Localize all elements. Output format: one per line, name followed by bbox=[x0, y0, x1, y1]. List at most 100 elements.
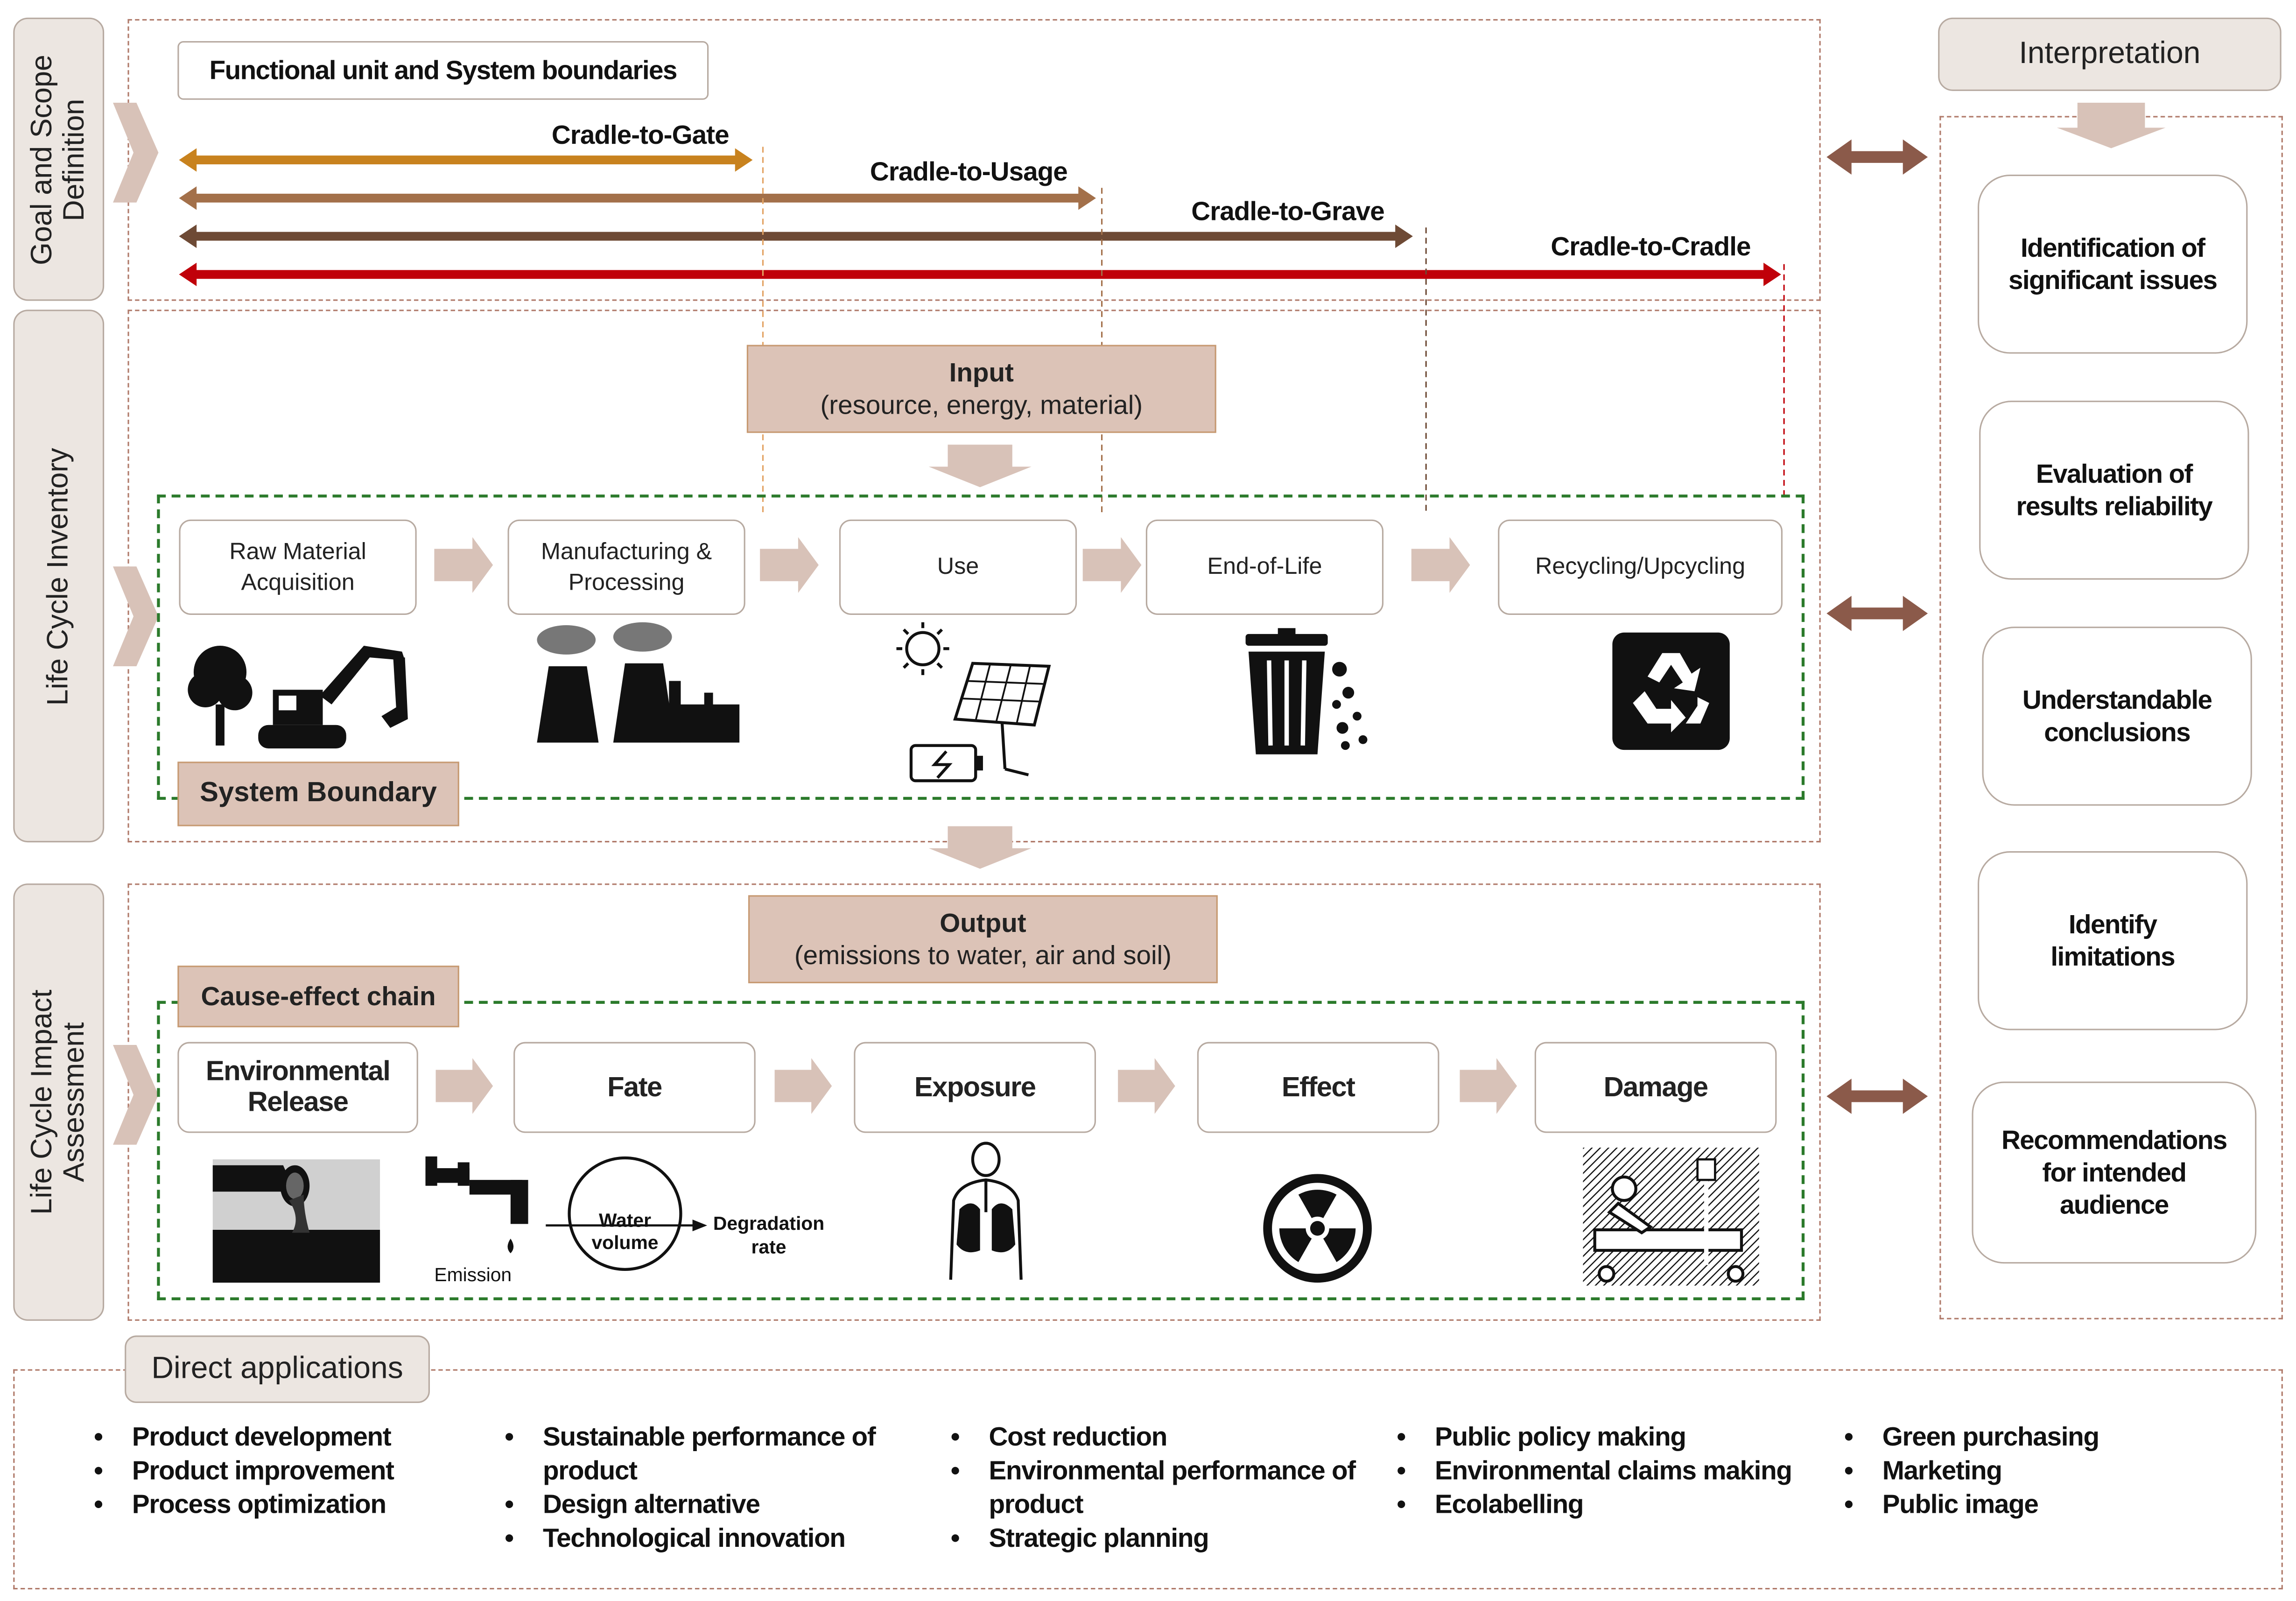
step-release-label: Environmental Release bbox=[205, 1057, 391, 1119]
radiation-icon bbox=[1263, 1174, 1372, 1283]
interp-recommendations-label: Recommendations for intended audience bbox=[2001, 1125, 2227, 1220]
applications-col-3: •Cost reduction •Environmental performan… bbox=[950, 1421, 1385, 1556]
step-damage-label: Damage bbox=[1603, 1072, 1708, 1103]
step-fate: Fate bbox=[513, 1042, 756, 1133]
stage-raw-material-label: Raw Material Acquisition bbox=[229, 539, 366, 595]
app-text: Design alternative bbox=[542, 1489, 760, 1519]
tree-excavator-icon bbox=[188, 646, 408, 749]
stage-raw-material: Raw Material Acquisition bbox=[179, 519, 417, 615]
applications-col-2: •Sustainable performance of product •Des… bbox=[505, 1421, 924, 1556]
app-text: Product development bbox=[132, 1422, 392, 1452]
stage-manufacturing: Manufacturing & Processing bbox=[507, 519, 745, 615]
phase-impact: Life Cycle Impact Assessment bbox=[13, 883, 105, 1321]
cause-effect-text: Cause-effect chain bbox=[201, 981, 436, 1011]
list-item: •Product development bbox=[94, 1422, 392, 1452]
interp-evaluation: Evaluation of results reliability bbox=[1979, 401, 2249, 580]
impact-section bbox=[127, 883, 1821, 1321]
functional-unit-label: Functional unit and System boundaries bbox=[209, 55, 678, 85]
list-item: •Process optimization bbox=[94, 1489, 386, 1519]
system-boundary-label: System Boundary bbox=[177, 762, 459, 826]
stage-recycling: Recycling/Upcycling bbox=[1498, 519, 1783, 615]
cause-effect-label: Cause-effect chain bbox=[177, 966, 459, 1028]
stage-recycling-label: Recycling/Upcycling bbox=[1535, 555, 1746, 580]
phase-inventory: Life Cycle Inventory bbox=[13, 310, 105, 843]
stage-use: Use bbox=[839, 519, 1077, 615]
applications-header: Direct applications bbox=[125, 1335, 430, 1403]
cause-effect-boundary bbox=[157, 1001, 1805, 1300]
emission-label: Emission bbox=[434, 1263, 512, 1286]
cradle-to-usage-arrow bbox=[179, 186, 1096, 210]
cradle-to-gate-arrow bbox=[179, 148, 753, 172]
phase-goal-scope: Goal and Scope Definition bbox=[13, 17, 105, 301]
solar-panel-icon bbox=[896, 622, 1051, 783]
interp-limitations-label: Identify limitations bbox=[2050, 910, 2175, 972]
step-fate-label: Fate bbox=[607, 1072, 662, 1103]
interp-limitations: Identify limitations bbox=[1978, 851, 2248, 1030]
app-text: Public image bbox=[1882, 1489, 2039, 1519]
list-item: •Green purchasing bbox=[1844, 1422, 2099, 1452]
interpretation-header: Interpretation bbox=[1938, 17, 2282, 91]
trash-can-icon bbox=[1245, 628, 1368, 755]
step-exposure-label: Exposure bbox=[914, 1072, 1036, 1103]
input-subtitle: (resource, energy, material) bbox=[820, 390, 1143, 420]
cradle-to-cradle-arrow bbox=[179, 262, 1781, 286]
interp-identification: Identification of significant issues bbox=[1978, 175, 2248, 354]
hospital-bed-icon bbox=[1583, 1147, 1759, 1286]
list-item: •Environmental claims making bbox=[1397, 1456, 1792, 1485]
step-effect: Effect bbox=[1197, 1042, 1439, 1133]
input-title: Input bbox=[949, 358, 1014, 388]
list-item: •Technological innovation bbox=[505, 1523, 846, 1553]
app-text: Product improvement bbox=[132, 1456, 394, 1485]
human-lungs-icon bbox=[949, 1142, 1023, 1280]
water-volume-label: Water volume bbox=[591, 1209, 659, 1254]
cradle-to-cradle-label: Cradle-to-Cradle bbox=[1551, 232, 1751, 261]
list-item: •Product improvement bbox=[94, 1456, 394, 1485]
list-item: •Design alternative bbox=[505, 1489, 760, 1519]
app-text: Environmental performance of product bbox=[989, 1456, 1356, 1519]
pipe-discharge-icon bbox=[212, 1159, 380, 1283]
app-text: Public policy making bbox=[1435, 1422, 1686, 1452]
app-text: Green purchasing bbox=[1882, 1422, 2099, 1452]
app-text: Environmental claims making bbox=[1435, 1456, 1792, 1485]
list-item: •Sustainable performance of product bbox=[505, 1422, 876, 1485]
interp-evaluation-label: Evaluation of results reliability bbox=[2016, 459, 2212, 521]
water-volume-icon bbox=[546, 1156, 708, 1271]
applications-section bbox=[13, 1369, 2283, 1590]
list-item: •Ecolabelling bbox=[1397, 1489, 1584, 1519]
list-item: •Environmental performance of product bbox=[950, 1456, 1356, 1519]
app-text: Process optimization bbox=[132, 1489, 386, 1519]
output-subtitle: (emissions to water, air and soil) bbox=[794, 940, 1172, 970]
interp-recommendations: Recommendations for intended audience bbox=[1972, 1081, 2257, 1264]
output-title: Output bbox=[940, 908, 1026, 938]
stage-manufacturing-label: Manufacturing & Processing bbox=[541, 539, 712, 595]
system-boundary-text: System Boundary bbox=[200, 777, 437, 809]
tap-icon bbox=[425, 1156, 528, 1254]
app-text: Cost reduction bbox=[989, 1422, 1168, 1452]
cradle-to-gate-label: Cradle-to-Gate bbox=[551, 120, 730, 150]
app-text: Marketing bbox=[1882, 1456, 2002, 1485]
step-environmental-release: Environmental Release bbox=[177, 1042, 418, 1133]
app-text: Technological innovation bbox=[542, 1523, 846, 1553]
interp-identification-label: Identification of significant issues bbox=[2008, 233, 2218, 295]
stage-end-of-life: End-of-Life bbox=[1145, 519, 1384, 615]
applications-col-1: •Product development •Product improvemen… bbox=[94, 1421, 455, 1522]
app-text: Ecolabelling bbox=[1435, 1489, 1584, 1519]
step-exposure: Exposure bbox=[854, 1042, 1096, 1133]
goal-section bbox=[127, 19, 1821, 301]
interp-conclusions: Understandable conclusions bbox=[1982, 627, 2252, 806]
app-text: Sustainable performance of product bbox=[542, 1422, 876, 1485]
output-box: Output (emissions to water, air and soil… bbox=[748, 895, 1218, 983]
cradle-to-usage-label: Cradle-to-Usage bbox=[870, 157, 1068, 187]
step-damage: Damage bbox=[1534, 1042, 1777, 1133]
input-box: Input (resource, energy, material) bbox=[746, 345, 1216, 433]
cradle-to-grave-label: Cradle-to-Grave bbox=[1191, 197, 1384, 226]
step-effect-label: Effect bbox=[1281, 1072, 1355, 1103]
app-text: Strategic planning bbox=[989, 1523, 1209, 1553]
stage-use-label: Use bbox=[937, 555, 979, 580]
list-item: •Strategic planning bbox=[950, 1523, 1209, 1553]
applications-title: Direct applications bbox=[151, 1351, 403, 1386]
stage-end-of-life-label: End-of-Life bbox=[1207, 555, 1322, 580]
applications-col-4: •Public policy making •Environmental cla… bbox=[1397, 1421, 1816, 1522]
factory-icon bbox=[537, 622, 740, 743]
